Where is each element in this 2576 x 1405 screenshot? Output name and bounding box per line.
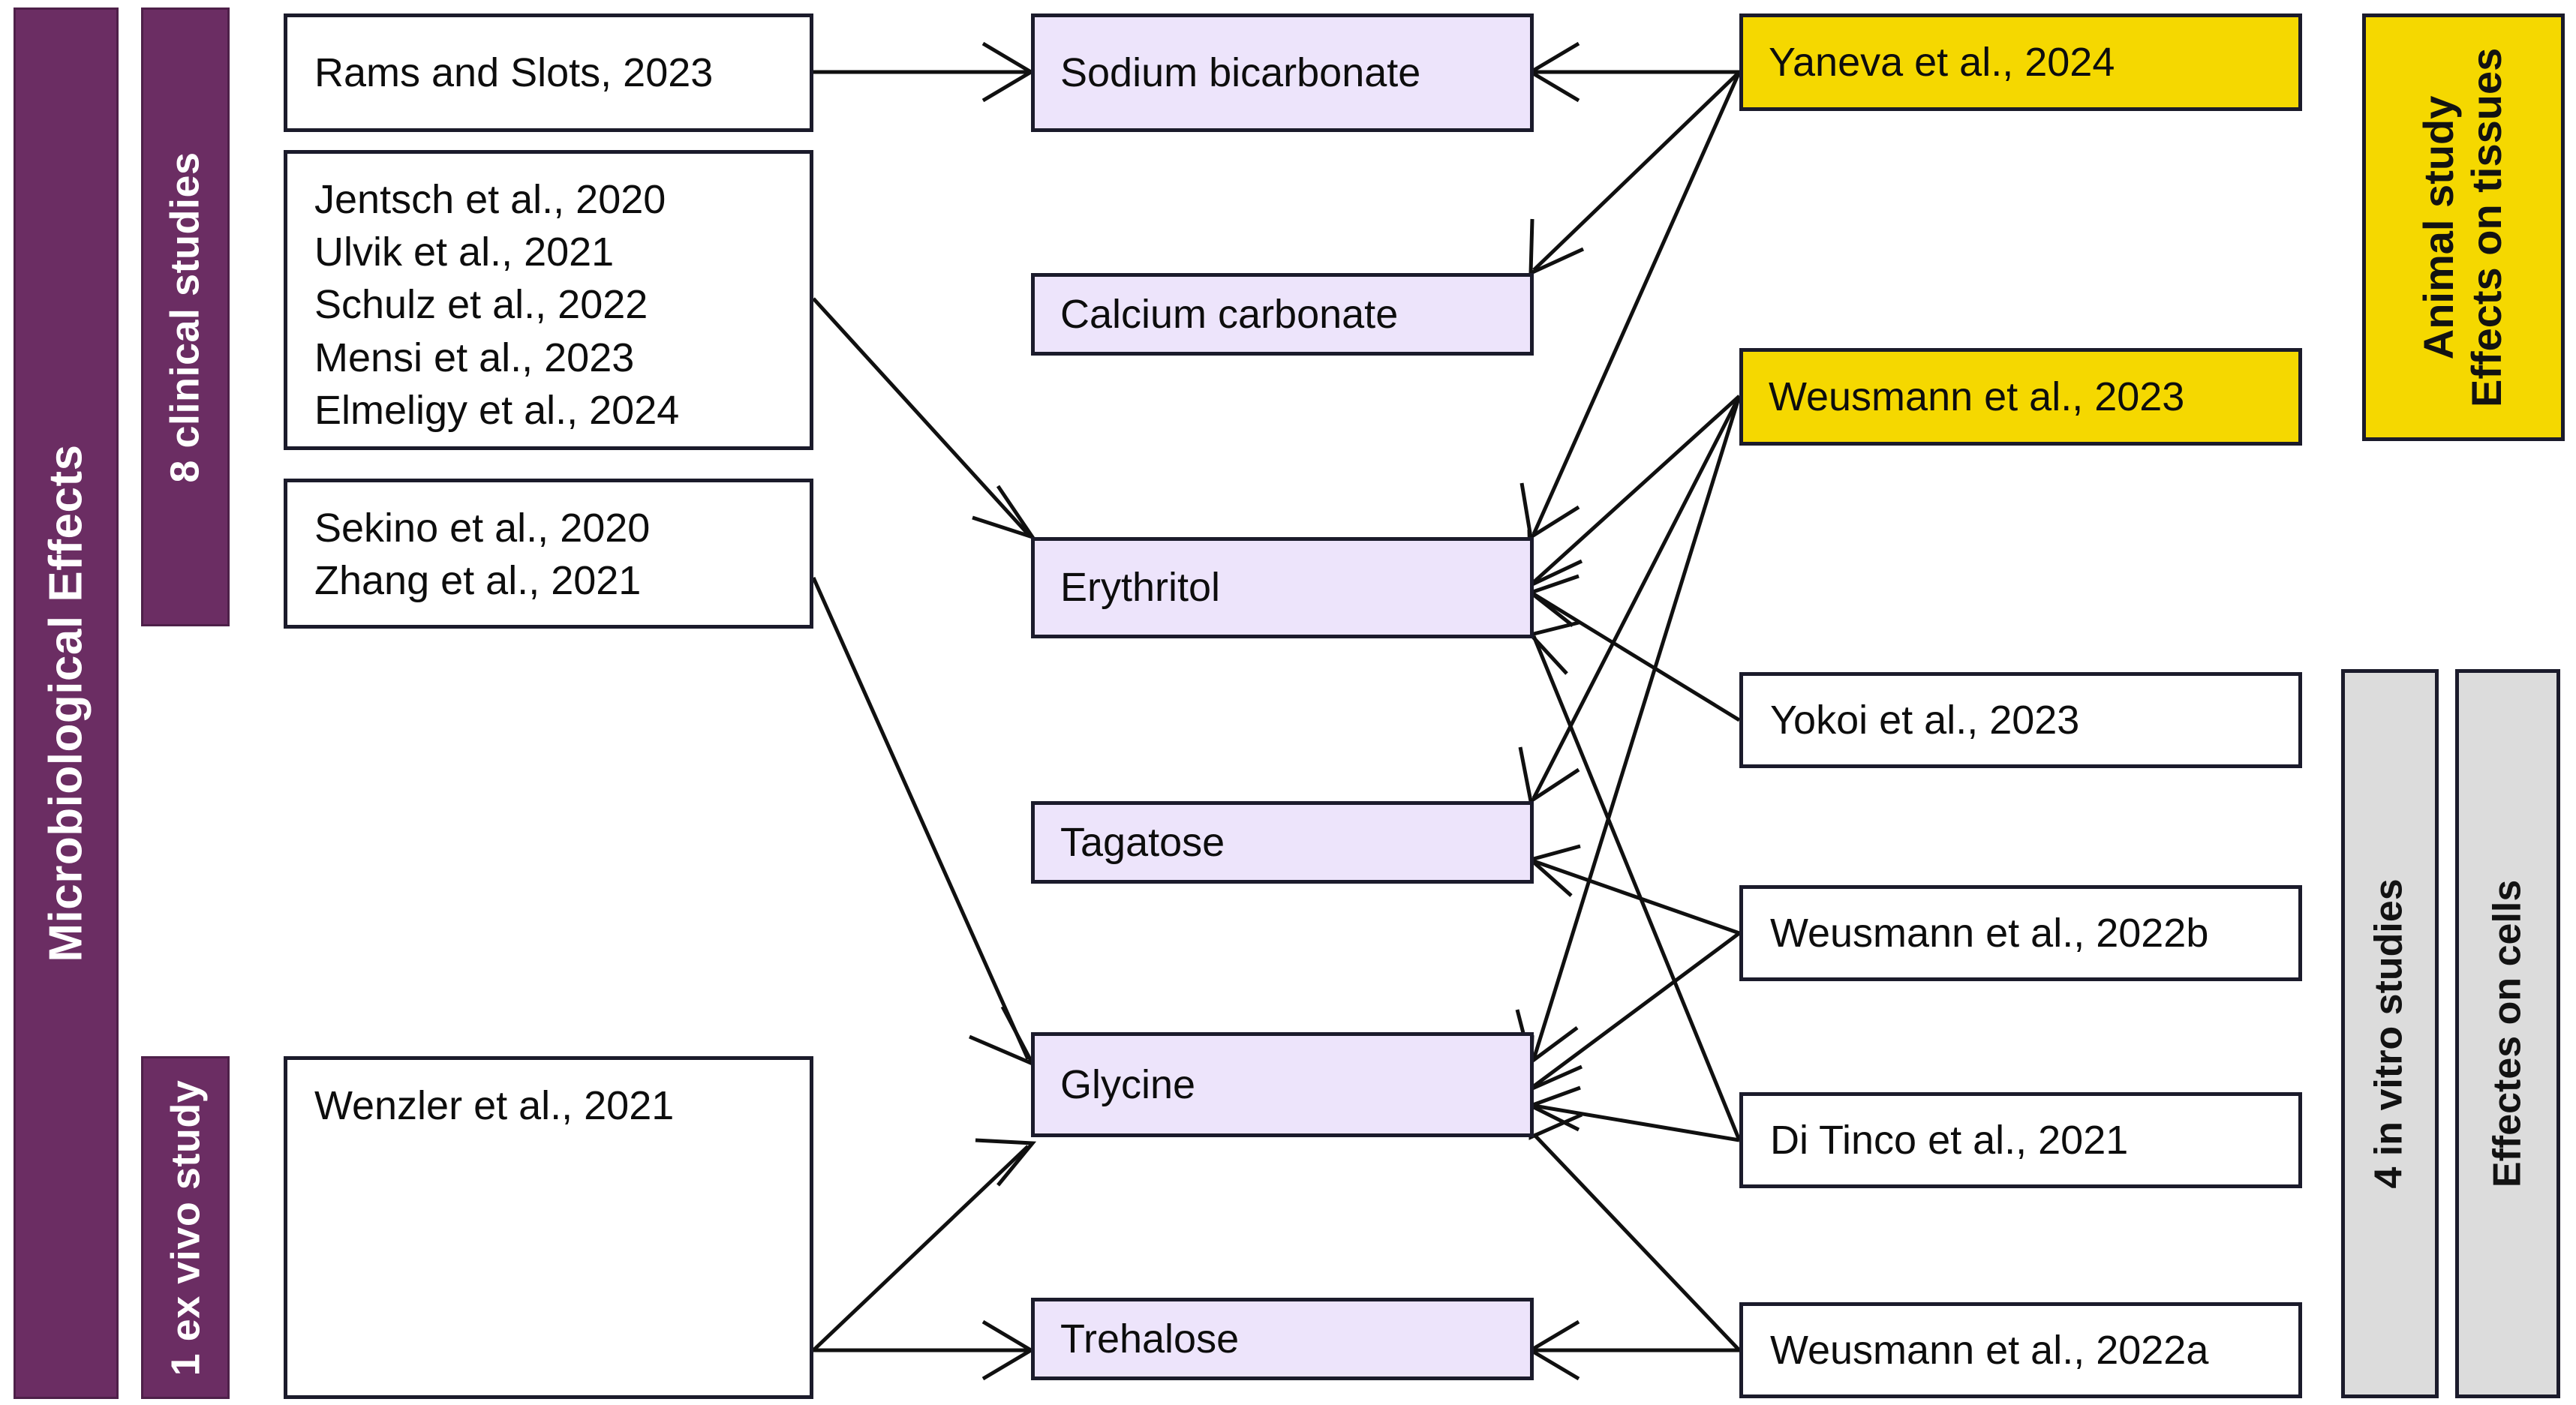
category-label-microbiological-effects: Microbiological Effects	[40, 444, 92, 962]
powder-box-erythritol[interactable]: Erythritol	[1031, 537, 1534, 638]
study-box-clinical-group[interactable]: Jentsch et al., 2020 Ulvik et al., 2021 …	[284, 150, 813, 450]
study-label-rams-slots-2023: Rams and Slots, 2023	[314, 50, 714, 95]
study-box-rams-slots-2023[interactable]: Rams and Slots, 2023	[284, 14, 813, 132]
edge-clinical-group-to-erythritol	[812, 297, 1038, 541]
study-label-wenzler-2021: Wenzler et al., 2021	[314, 1083, 675, 1128]
edge-wenzler-to-trehalose	[813, 1319, 1035, 1381]
category-label-ex-vivo-study: 1 ex vivo study	[163, 1079, 208, 1376]
study-box-yokoi-2023[interactable]: Yokoi et al., 2023	[1739, 672, 2302, 768]
study-box-weusmann-2022b[interactable]: Weusmann et al., 2022b	[1739, 885, 2302, 981]
category-bar-microbiological-effects: Microbiological Effects	[14, 8, 119, 1399]
category-bar-effects-on-cells: Effectes on cells	[2455, 669, 2560, 1398]
study-label-sekino-zhang: Sekino et al., 2020 Zhang et al., 2021	[314, 506, 651, 604]
study-box-weusmann-2022a[interactable]: Weusmann et al., 2022a	[1739, 1302, 2302, 1398]
study-label-weusmann-2022a: Weusmann et al., 2022a	[1770, 1327, 2209, 1373]
powder-label-sodium-bicarbonate: Sodium bicarbonate	[1060, 50, 1421, 95]
edge-weusmann2022b-to-glycine	[1528, 931, 1741, 1092]
category-label-clinical-studies: 8 clinical studies	[163, 151, 208, 483]
category-bar-ex-vivo-study: 1 ex vivo study	[141, 1056, 230, 1399]
category-label-animal-study-line1: Animal study	[2415, 95, 2463, 359]
study-label-yaneva-2024: Yaneva et al., 2024	[1769, 39, 2115, 85]
edge-weusmann2023-to-glycine	[1515, 395, 1742, 1066]
study-label-di-tinco-2021: Di Tinco et al., 2021	[1770, 1117, 2129, 1163]
edge-ditinco-to-erythritol	[1527, 620, 1742, 1141]
powder-box-calcium-carbonate[interactable]: Calcium carbonate	[1031, 273, 1534, 356]
edge-weusmann2022b-to-tagatose	[1526, 844, 1740, 935]
powder-box-glycine[interactable]: Glycine	[1031, 1032, 1534, 1137]
powder-label-trehalose: Trehalose	[1060, 1316, 1240, 1361]
edge-rams-slots-to-sodium-bicarbonate	[813, 41, 1035, 103]
study-box-wenzler-2021[interactable]: Wenzler et al., 2021	[284, 1056, 813, 1399]
powder-label-calcium-carbonate: Calcium carbonate	[1060, 291, 1399, 337]
edge-ditinco-to-glycine	[1525, 1085, 1740, 1142]
powder-label-tagatose: Tagatose	[1060, 819, 1225, 865]
category-label-animal-study-line2: Effects on tissues	[2463, 47, 2511, 407]
edge-yaneva-to-sodium-bicarbonate	[1527, 41, 1739, 103]
edge-yaneva-to-calcium-carbonate	[1528, 71, 1741, 276]
edge-weusmann2022a-to-glycine	[1528, 1085, 1741, 1352]
edge-wenzler-to-glycine	[812, 1138, 1037, 1352]
powder-box-tagatose[interactable]: Tagatose	[1031, 801, 1534, 884]
study-label-weusmann-2022b: Weusmann et al., 2022b	[1770, 910, 2209, 956]
edge-weusmann2023-to-erythritol	[1527, 395, 1741, 588]
edge-weusmann2023-to-tagatose	[1518, 395, 1742, 805]
edge-yokoi-to-erythritol	[1526, 574, 1741, 722]
powder-label-erythritol: Erythritol	[1060, 565, 1221, 611]
edge-sekino-zhang-to-glycine	[811, 576, 1037, 1068]
study-box-di-tinco-2021[interactable]: Di Tinco et al., 2021	[1739, 1092, 2302, 1188]
study-label-weusmann-2023: Weusmann et al., 2023	[1769, 374, 2185, 419]
category-label-in-vitro-studies: 4 in vitro studies	[2367, 878, 2412, 1189]
category-bar-clinical-studies: 8 clinical studies	[141, 8, 230, 626]
powder-box-trehalose[interactable]: Trehalose	[1031, 1298, 1534, 1380]
study-label-clinical-group: Jentsch et al., 2020 Ulvik et al., 2021 …	[314, 177, 680, 433]
study-box-yaneva-2024[interactable]: Yaneva et al., 2024	[1739, 14, 2302, 111]
category-label-effects-on-cells: Effectes on cells	[2485, 879, 2529, 1188]
edge-weusmann2022a-to-trehalose	[1527, 1319, 1739, 1381]
study-label-yokoi-2023: Yokoi et al., 2023	[1770, 697, 2080, 743]
powder-box-sodium-bicarbonate[interactable]: Sodium bicarbonate	[1031, 14, 1534, 132]
category-bar-in-vitro-studies: 4 in vitro studies	[2341, 669, 2439, 1398]
powder-label-glycine: Glycine	[1060, 1061, 1196, 1107]
study-box-weusmann-2023[interactable]: Weusmann et al., 2023	[1739, 348, 2302, 446]
edge-yaneva-to-erythritol	[1519, 71, 1742, 541]
study-box-sekino-zhang[interactable]: Sekino et al., 2020 Zhang et al., 2021	[284, 479, 813, 629]
